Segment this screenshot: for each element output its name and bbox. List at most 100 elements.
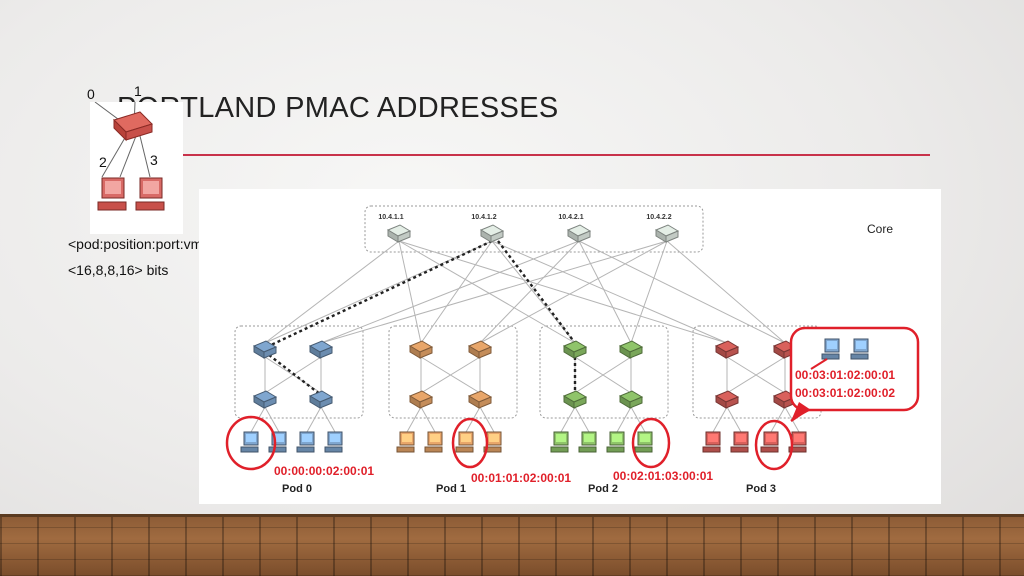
slide-title: PORTLAND PMAC ADDRESSES: [117, 92, 559, 124]
agg-edge-link: [420, 356, 481, 394]
core-group-box: [364, 205, 704, 253]
vm-callout-box: [789, 326, 920, 412]
edge-switch-1-a-front: [419, 396, 433, 409]
host-1-1-screen: [430, 434, 440, 442]
host-2-2-base: [606, 446, 625, 453]
highlight-circle-pod0: [225, 415, 277, 471]
edge-host-link: [712, 406, 728, 433]
agg-edge-link: [574, 356, 632, 394]
agg-switch-1-b-front: [478, 346, 492, 359]
host-0-0-base: [240, 446, 259, 453]
agg-switch-3-a-front: [725, 346, 739, 359]
core-agg-link: [264, 240, 400, 344]
host-2-0-screen: [556, 434, 566, 442]
host-2-2-screen: [612, 434, 622, 442]
vm-host-2-screen: [856, 341, 866, 349]
core-switch-label-1: 10.4.1.2: [471, 214, 496, 221]
core-agg-link: [491, 240, 576, 344]
callout-pmac-2: 00:03:01:02:00:02: [795, 386, 895, 400]
edge-host-link: [770, 406, 786, 433]
port-label-1: 1: [134, 83, 142, 99]
core-agg-link: [320, 240, 580, 344]
edge-host-link: [630, 406, 646, 433]
host-2-1-screen: [584, 434, 594, 442]
core-agg-link: [578, 240, 786, 344]
host-3-2-base: [760, 446, 779, 453]
host-1-2-base: [455, 446, 474, 453]
core-agg-link: [479, 240, 580, 344]
host-0-1-base: [268, 446, 287, 453]
host-2-3-base: [634, 446, 653, 453]
agg-switch-0-a-front: [263, 346, 277, 359]
edge-switch-3-a-front: [725, 396, 739, 409]
edge-switch-2-a-front: [573, 396, 587, 409]
vm-callout-pointer-line: [790, 408, 808, 423]
host-3-1-screen: [736, 434, 746, 442]
core-agg-link: [320, 240, 668, 344]
edge-switch-2-b-front: [629, 396, 643, 409]
agg-switch-1-a-front: [419, 346, 433, 359]
pod-box-1: [388, 325, 518, 419]
inset-host-icon-2: [135, 177, 165, 211]
agg-edge-link: [726, 356, 786, 394]
core-switch-2-front: [577, 230, 591, 243]
port-label-3: 3: [150, 152, 158, 168]
host-3-0-screen: [708, 434, 718, 442]
host-0-0-screen: [246, 434, 256, 442]
host-0-1-screen: [274, 434, 284, 442]
pod-label-3: Pod 3: [746, 483, 776, 495]
core-switch-1-front: [490, 230, 504, 243]
edge-host-link: [726, 406, 742, 433]
edge-host-link: [264, 406, 280, 433]
edge-host-link: [250, 406, 266, 433]
pod-label-2: Pod 2: [588, 483, 618, 495]
inset-switch-illustration: [90, 101, 183, 234]
path-link-core-pod0: [270, 239, 493, 347]
highlight-circle-pod1: [451, 417, 489, 469]
port-label-2: 2: [99, 154, 107, 170]
host-0-3-base: [324, 446, 343, 453]
core-switch-3-front: [665, 230, 679, 243]
core-agg-link: [491, 240, 728, 344]
agg-switch-2-b-front: [629, 346, 643, 359]
core-switch-label-2: 10.4.2.1: [558, 214, 583, 221]
callout-pmac-1: 00:03:01:02:00:01: [795, 368, 895, 382]
pmac-format-text: <pod:position:port:vmid>: [68, 236, 222, 252]
host-0-2-screen: [302, 434, 312, 442]
host-3-0-base: [702, 446, 721, 453]
core-agg-link: [479, 240, 668, 344]
edge-host-link: [306, 406, 322, 433]
host-2-0-base: [550, 446, 569, 453]
agg-switch-0-b-front: [319, 346, 333, 359]
inset-svg: [94, 101, 165, 211]
core-switch-0-front: [397, 230, 411, 243]
edge-host-link: [406, 406, 422, 433]
edge-host-link: [479, 406, 495, 433]
pod-label-0: Pod 0: [282, 483, 312, 495]
vm-host-1-base: [821, 353, 840, 360]
edge-host-link: [420, 406, 436, 433]
pod-box-0: [234, 325, 364, 419]
agg-edge-link: [264, 356, 322, 394]
host-1-3-base: [483, 446, 502, 453]
wood-floor-decoration: [0, 514, 1024, 576]
inset-host-icon-1: [97, 177, 127, 211]
host-3-2-screen: [766, 434, 776, 442]
core-agg-link: [578, 240, 632, 344]
core-agg-link: [420, 240, 493, 344]
host-3-1-base: [730, 446, 749, 453]
edge-host-link: [320, 406, 336, 433]
host-2-3-screen: [640, 434, 650, 442]
title-divider: [118, 154, 930, 156]
core-agg-link: [666, 240, 786, 344]
pod-box-2: [539, 325, 669, 419]
edge-host-link: [560, 406, 576, 433]
port-label-0: 0: [87, 86, 95, 102]
pmac-bits-text: <16,8,8,16> bits: [68, 262, 169, 278]
edge-switch-1-b-front: [478, 396, 492, 409]
vm-callout-arrow: [810, 358, 828, 370]
pmac-label-pod0: 00:00:00:02:00:01: [274, 464, 374, 478]
vm-host-1-screen: [827, 341, 837, 349]
